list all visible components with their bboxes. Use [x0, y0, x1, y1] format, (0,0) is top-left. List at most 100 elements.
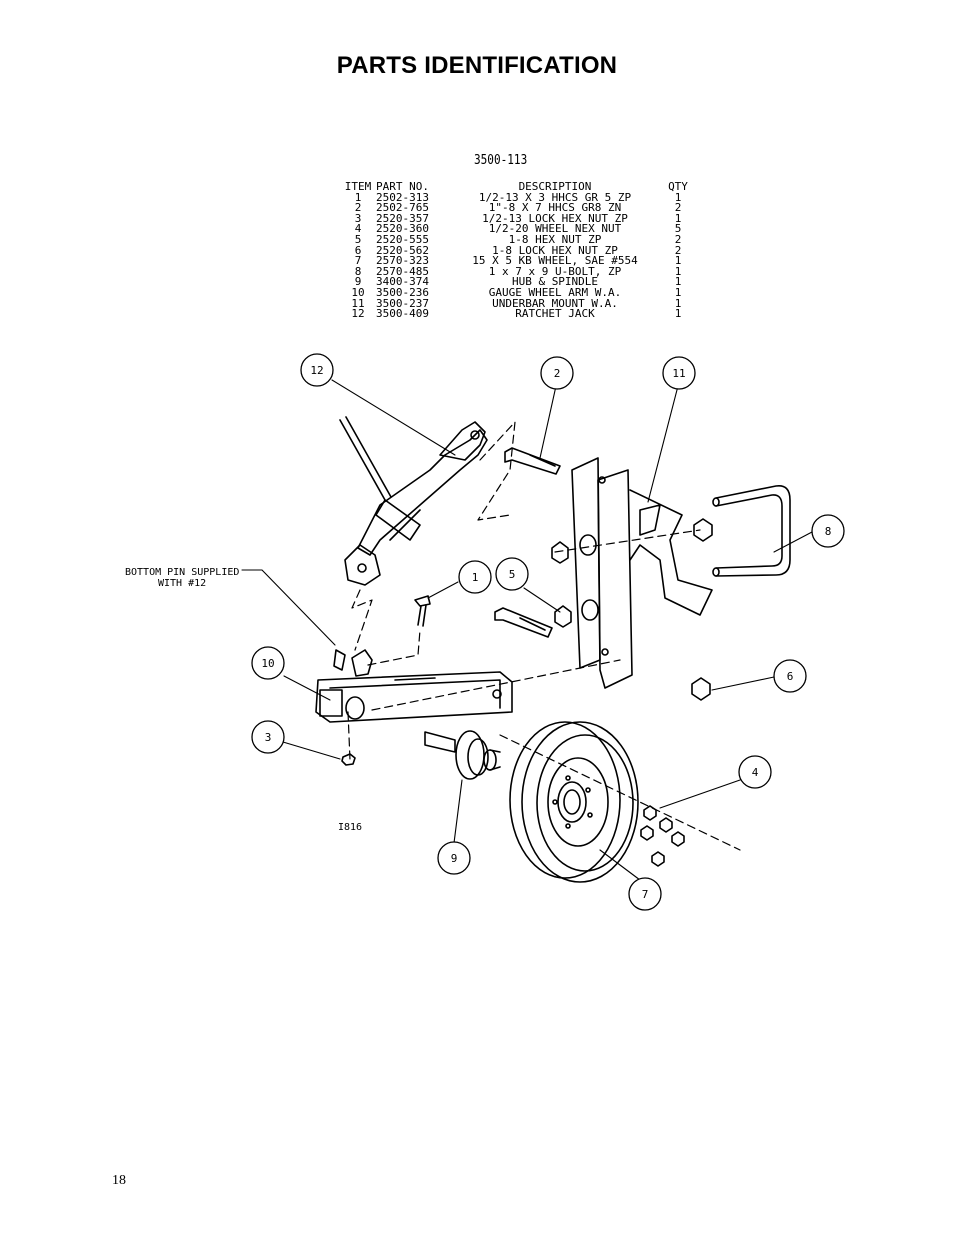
balloon-9: 9 — [437, 841, 471, 875]
header-description: DESCRIPTION — [518, 180, 592, 193]
wheel — [509, 721, 639, 883]
svg-text:8: 8 — [825, 525, 832, 538]
balloon-10: 10 — [251, 646, 285, 680]
table-row: 11 3500-237 UNDERBAR MOUNT W.A. 1 — [342, 296, 698, 310]
balloon-5: 5 — [495, 557, 529, 591]
cell-description: 1-8 HEX NUT ZP — [508, 232, 602, 246]
cell-qty: 1 — [674, 307, 682, 321]
balloon-6: 6 — [773, 659, 807, 693]
svg-text:4: 4 — [752, 766, 759, 779]
cell-item: 12 — [351, 307, 365, 321]
bottom-pin-note-line1: BOTTOM PIN SUPPLIED — [125, 567, 239, 578]
balloon-7: 7 — [628, 877, 662, 911]
cell-qty: 1 — [674, 296, 682, 310]
svg-text:7: 7 — [642, 888, 649, 901]
small-bolt — [414, 595, 431, 627]
table-row: 1 2502-313 1/2-13 X 3 HHCS GR 5 ZP 1 — [342, 190, 698, 204]
gauge-wheel-arm — [315, 649, 513, 723]
table-row: 5 2520-555 1-8 HEX NUT ZP 2 — [342, 232, 698, 246]
cell-description: 1"-8 X 7 HHCS GR8 ZN — [488, 201, 622, 215]
cell-item: 5 — [354, 232, 362, 246]
cell-item: 6 — [354, 243, 362, 257]
balloon-11: 11 — [662, 356, 696, 390]
balloon-8: 8 — [811, 514, 845, 548]
cell-description: 1/2-13 X 3 HHCS GR 5 ZP — [478, 190, 632, 204]
cell-part-no: 2570-323 — [376, 254, 429, 268]
cell-qty: 1 — [674, 190, 682, 204]
cell-description: 1 x 7 x 9 U-BOLT, ZP — [488, 264, 622, 278]
cell-part-no: 2570-485 — [376, 264, 429, 278]
svg-text:12: 12 — [310, 364, 323, 377]
cell-part-no: 2520-555 — [376, 232, 429, 246]
svg-text:2: 2 — [554, 367, 561, 380]
lock-nut-small — [341, 753, 356, 766]
cell-item: 1 — [354, 190, 362, 204]
cell-description: 1-8 LOCK HEX NUT ZP — [492, 243, 618, 257]
header-qty: QTY — [668, 180, 688, 193]
cell-description: RATCHET JACK — [515, 307, 595, 321]
cell-part-no: 3500-237 — [376, 296, 429, 310]
cell-item: 9 — [354, 275, 362, 289]
cell-item: 8 — [354, 264, 362, 278]
balloon-12: 12 — [300, 353, 334, 387]
cell-part-no: 3500-236 — [376, 285, 429, 299]
bolt-lower — [494, 607, 553, 638]
balloon-4: 4 — [738, 755, 772, 789]
cell-item: 4 — [354, 222, 362, 236]
cell-part-no: 2502-765 — [376, 201, 429, 215]
table-row: 8 2570-485 1 x 7 x 9 U-BOLT, ZP 1 — [342, 264, 698, 278]
u-bolt — [712, 484, 791, 577]
table-row: 3 2520-357 1/2-13 LOCK HEX NUT ZP 1 — [342, 211, 698, 225]
wheel-nuts — [640, 805, 685, 867]
header-part-no: PART NO. — [376, 180, 429, 193]
cell-qty: 2 — [674, 201, 682, 215]
cell-item: 11 — [351, 296, 365, 310]
cell-part-no: 3500-409 — [376, 307, 429, 321]
balloon-1: 1 — [458, 560, 492, 594]
cell-description: 1/2-20 WHEEL NEX NUT — [488, 222, 622, 236]
cell-qty: 1 — [674, 275, 682, 289]
page-number: 18 — [112, 1173, 126, 1188]
balloon-3: 3 — [251, 720, 285, 754]
header-item: ITEM — [344, 180, 372, 193]
cell-description: HUB & SPINDLE — [511, 275, 599, 289]
cell-qty: 1 — [674, 264, 682, 278]
svg-text:1: 1 — [472, 571, 479, 584]
item-balloons: 12 2 11 8 1 5 10 6 3 4 9 7 — [251, 353, 845, 911]
svg-text:3: 3 — [265, 731, 272, 744]
cell-part-no: 2520-357 — [376, 211, 429, 225]
page-title: PARTS IDENTIFICATION — [336, 52, 618, 79]
svg-text:6: 6 — [787, 670, 794, 683]
cell-item: 10 — [351, 285, 365, 299]
cell-part-no: 2520-360 — [376, 222, 429, 236]
hex-nuts — [551, 518, 713, 701]
assembly-number: 3500-113 — [474, 153, 528, 168]
svg-text:9: 9 — [451, 852, 458, 865]
table-row: 12 3500-409 RATCHET JACK 1 — [342, 307, 698, 321]
ratchet-jack — [339, 416, 488, 586]
cell-part-no: 3400-374 — [376, 275, 429, 289]
svg-text:11: 11 — [672, 367, 685, 380]
drawing-id: I816 — [338, 822, 362, 833]
cell-qty: 2 — [674, 243, 682, 257]
bolt-upper — [504, 447, 561, 475]
hub-and-spindle — [424, 730, 501, 780]
cell-description: 1/2-13 LOCK HEX NUT ZP — [482, 211, 628, 225]
cell-description: UNDERBAR MOUNT W.A. — [492, 296, 618, 310]
cell-item: 3 — [354, 211, 362, 225]
table-row: 9 3400-374 HUB & SPINDLE 1 — [342, 277, 698, 288]
cell-qty: 1 — [674, 211, 682, 225]
cell-description: GAUGE WHEEL ARM W.A. — [488, 285, 622, 299]
bottom-pin-note-line2: WITH #12 — [158, 578, 206, 589]
cell-part-no: 2502-313 — [376, 190, 429, 204]
cell-item: 2 — [354, 201, 362, 215]
cell-description: 15 X 5 KB WHEEL, SAE #554 — [472, 254, 638, 268]
balloon-2: 2 — [540, 356, 574, 390]
cell-qty: 2 — [674, 232, 682, 246]
underbar-mount — [571, 457, 713, 689]
cell-item: 7 — [354, 254, 362, 268]
